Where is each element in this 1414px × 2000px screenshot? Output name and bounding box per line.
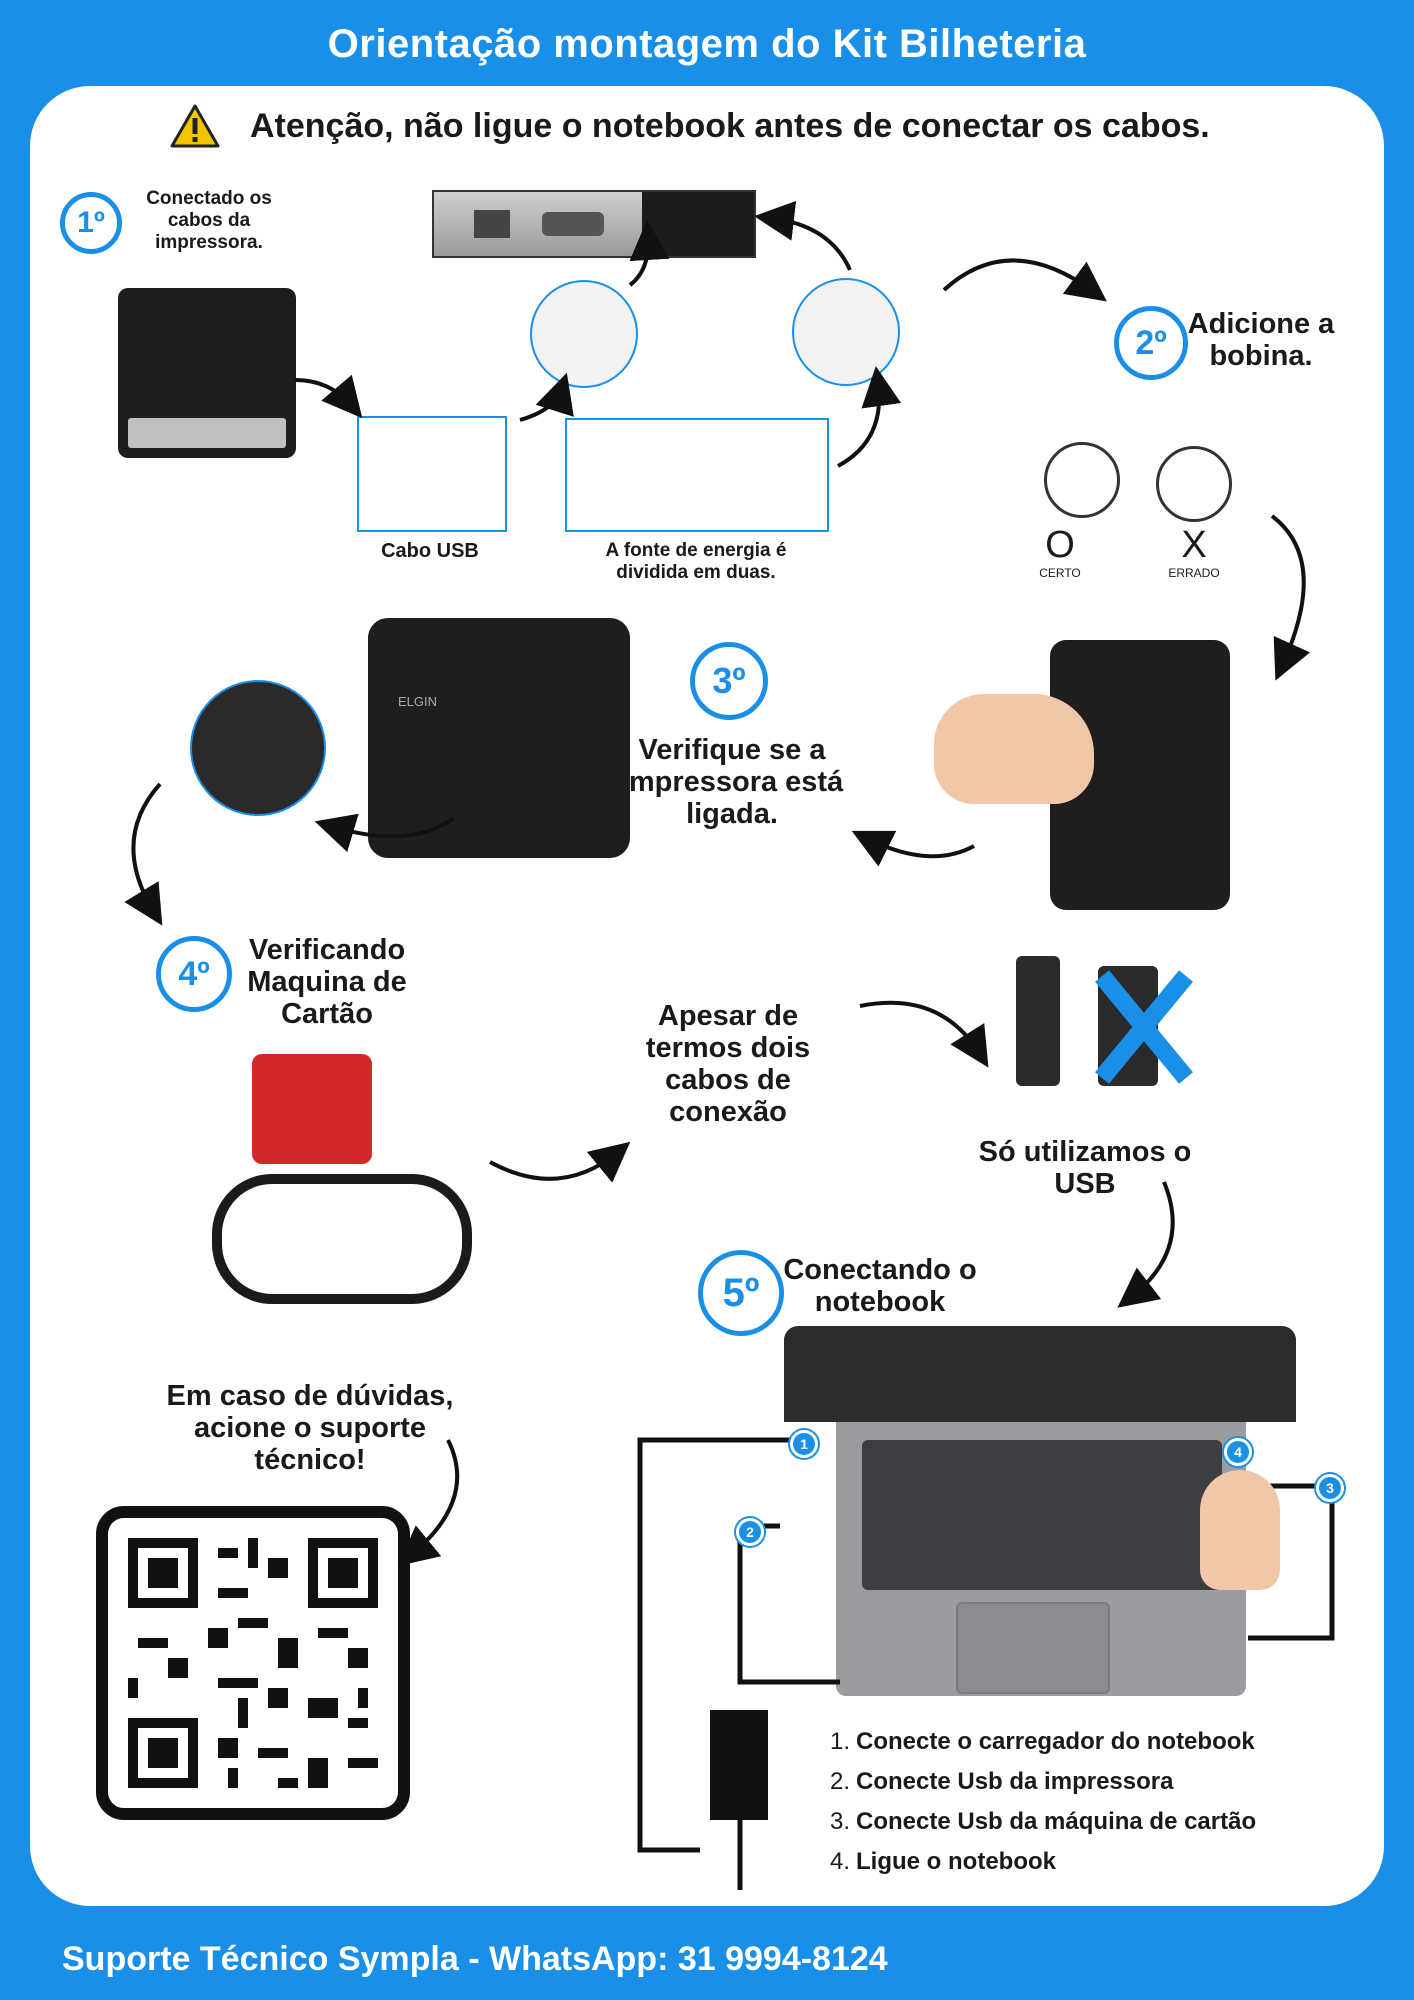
- printer-closed-image: ELGIN: [368, 618, 630, 858]
- step-1-text: Conectado os cabos da impressora.: [146, 188, 272, 253]
- printer-brand-label: ELGIN: [398, 694, 438, 709]
- page-title: Orientação montagem do Kit Bilheteria: [327, 22, 1087, 66]
- hand-image: [934, 694, 1094, 804]
- step-1-badge: 1º: [60, 192, 122, 254]
- finger-image: [1200, 1470, 1280, 1590]
- cross-icon: [1095, 970, 1193, 1084]
- laptop-marker-1: 1: [790, 1430, 818, 1458]
- step-5-badge: 5º: [698, 1250, 784, 1336]
- instructions-list: 1.Conecte o carregador do notebook 2.Con…: [830, 1722, 1256, 1882]
- power-supply-image: [565, 418, 829, 532]
- footer-support: Suporte Técnico Sympla - WhatsApp: 31 99…: [62, 1940, 888, 1978]
- correct-mark: O: [1045, 524, 1075, 566]
- usb-cable-label: Cabo USB: [381, 540, 479, 562]
- warning-triangle-icon: [170, 104, 220, 148]
- warning-banner: Atenção, não ligue o notebook antes de c…: [170, 104, 1270, 148]
- instruction-item: 3.Conecte Usb da máquina de cartão: [830, 1808, 1257, 1835]
- instruction-item: 4.Ligue o notebook: [830, 1848, 1056, 1875]
- step-3-badge: 3º: [690, 642, 768, 720]
- usb-b-connector-image: [530, 280, 638, 388]
- instruction-item: 2.Conecte Usb da impressora: [830, 1768, 1174, 1795]
- wrong-mark: X: [1181, 524, 1207, 566]
- card-machine-image: [212, 1054, 472, 1314]
- laptop-marker-3: 3: [1316, 1474, 1344, 1502]
- qr-code[interactable]: [96, 1506, 410, 1820]
- laptop-marker-2: 2: [736, 1518, 764, 1546]
- step-4-text: Verificando Maquina de Cartão: [247, 934, 407, 1030]
- power-label: A fonte de energia é dividida em duas.: [605, 540, 787, 583]
- step-3-text: Verifique se a impressora está ligada.: [620, 734, 844, 830]
- paper-roll-wrong-image: [1150, 410, 1260, 522]
- warning-text: Atenção, não ligue o notebook antes de c…: [250, 106, 1210, 145]
- laptop-marker-4: 4: [1224, 1438, 1252, 1466]
- wrong-label: ERRADO: [1168, 566, 1220, 580]
- paper-roll-correct-image: [1000, 432, 1120, 522]
- laptop-image: [784, 1326, 1296, 1696]
- correct-label: CERTO: [1039, 566, 1081, 580]
- instruction-item: 1.Conecte o carregador do notebook: [830, 1728, 1255, 1755]
- step-5-text: Conectando o notebook: [783, 1254, 977, 1318]
- step-4-badge: 4º: [156, 936, 232, 1012]
- step-2-badge: 2º: [1114, 306, 1188, 380]
- support-text: Em caso de dúvidas, acione o suporte téc…: [166, 1380, 454, 1476]
- qr-pattern: [128, 1538, 378, 1788]
- usb-a-connector-image: [1016, 956, 1060, 1086]
- power-switch-image: [190, 680, 326, 816]
- only-usb-text: Só utilizamos o USB: [978, 1136, 1192, 1200]
- step-2-text: Adicione a bobina.: [1187, 308, 1335, 372]
- usb-cable-image: [357, 416, 507, 532]
- printer-back-image: [118, 288, 296, 458]
- two-cables-text: Apesar de termos dois cabos de conexão: [645, 1000, 811, 1128]
